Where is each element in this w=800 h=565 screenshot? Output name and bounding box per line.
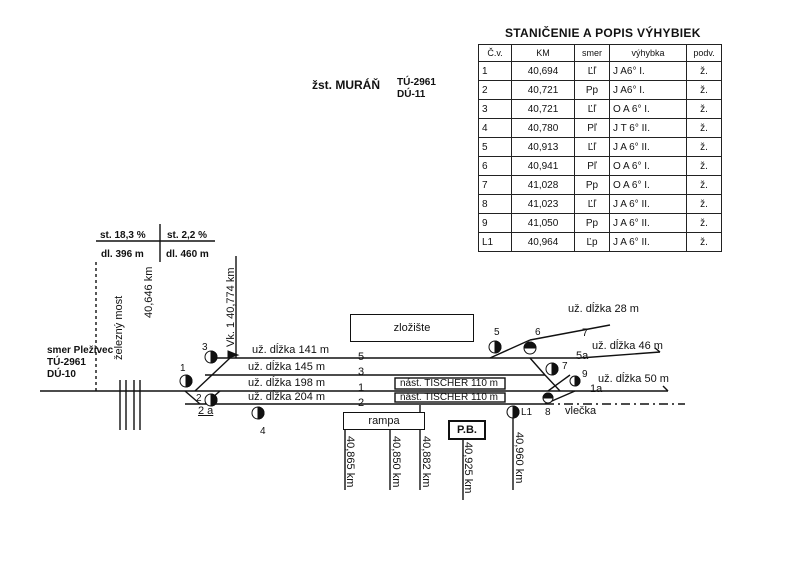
track-7-length: už. dĺžka 28 m [568, 303, 639, 315]
signal-7-fill [551, 362, 559, 376]
signal-5-fill [494, 340, 502, 354]
track-2-length: už. dĺžka 204 m [248, 391, 326, 403]
rampa-box: rampa [343, 412, 425, 430]
gradient-2: st. 2,2 % [167, 230, 208, 241]
switch-1-diagonal [184, 390, 201, 405]
signal-5-label: 5 [494, 327, 500, 338]
platform-2-box [394, 392, 506, 403]
km-mark-3: 40,882 km [420, 436, 432, 488]
direction-du: DÚ-10 [47, 369, 76, 380]
signal-4-label: 4 [260, 426, 266, 437]
track-5a-length: už. dĺžka 46 m [592, 340, 663, 352]
cell-podv: ž. [686, 232, 722, 252]
station-du: DÚ-11 [397, 89, 426, 100]
signal-1-fill [185, 374, 193, 388]
direction-label: smer Pleživec [47, 345, 114, 356]
cell-podv: ž. [686, 99, 722, 119]
platform-1-label: nást. TISCHER 110 m [400, 378, 498, 389]
direction-tu: TÚ-2961 [47, 357, 86, 368]
km-mark-1: 40,865 km [344, 436, 356, 488]
switch-3-diagonal [194, 357, 231, 392]
km-mark-4: 40,925 km [462, 442, 474, 494]
track-number-1: 1 [358, 382, 365, 394]
zlozisko-box: zložište [350, 314, 474, 342]
signal-7-label: 7 [562, 361, 568, 372]
signal-2-fill [210, 393, 218, 407]
track-number-5a: 5a [576, 350, 589, 362]
switch-7-diagonal [547, 374, 571, 392]
signal-8-fill [542, 392, 554, 399]
km-mark-2: 40,850 km [390, 436, 402, 488]
signal-9-label: 9 [582, 369, 588, 380]
track-1a-end [662, 385, 669, 392]
track-number-3: 3 [358, 366, 365, 378]
vk-flag-icon [227, 350, 240, 359]
platform-1-box [394, 377, 506, 390]
station-name: žst. MURÁŇ [312, 78, 380, 92]
switch-6-diagonal [529, 357, 546, 376]
track-5-length: už. dĺžka 141 m [252, 344, 330, 356]
table-title: STANIČENIE A POPIS VÝHYBIEK [505, 26, 701, 40]
signal-2-label: 2 [196, 393, 202, 404]
km-mark-5: 40,960 km [513, 432, 525, 484]
signal-6-label: 6 [535, 327, 541, 338]
signal-3-label: 3 [202, 342, 208, 353]
signal-6-fill [523, 341, 537, 349]
signal-8-label: 8 [545, 407, 551, 418]
track-1-length: už. dĺžka 198 m [248, 377, 326, 389]
siding-label: vlečka [565, 405, 597, 417]
platform-2-label: nást. TISCHER 110 m [400, 392, 498, 403]
signal-l1-label: L1 [521, 407, 533, 418]
track-5a-end [654, 347, 661, 353]
track-7-branch [489, 339, 531, 359]
signal-4-fill [257, 406, 265, 420]
track-number-5: 5 [358, 351, 365, 363]
cell-podv: ž. [686, 194, 722, 214]
station-tu: TÚ-2961 [397, 77, 436, 88]
track-number-2a: 2 a [198, 405, 214, 417]
pb-box: P.B. [448, 420, 486, 440]
gradient-1: st. 18,3 % [100, 230, 146, 241]
signal-1-label: 1 [180, 363, 186, 374]
track-7 [529, 324, 611, 341]
track-number-2: 2 [358, 397, 365, 409]
track-1a-length: už. dĺžka 50 m [598, 373, 669, 385]
track-number-1a: 1a [590, 383, 603, 395]
switch-9-diagonal [544, 374, 561, 392]
track-3-length: už. dĺžka 145 m [248, 361, 326, 373]
signal-9-fill [574, 375, 581, 387]
track-number-7: 7 [582, 327, 589, 339]
signal-l1-fill [512, 405, 520, 419]
gradient-1-length: dl. 396 m [101, 249, 144, 260]
signal-3-fill [210, 350, 218, 364]
gradient-2-length: dl. 460 m [166, 249, 209, 260]
track-5a [579, 351, 661, 359]
